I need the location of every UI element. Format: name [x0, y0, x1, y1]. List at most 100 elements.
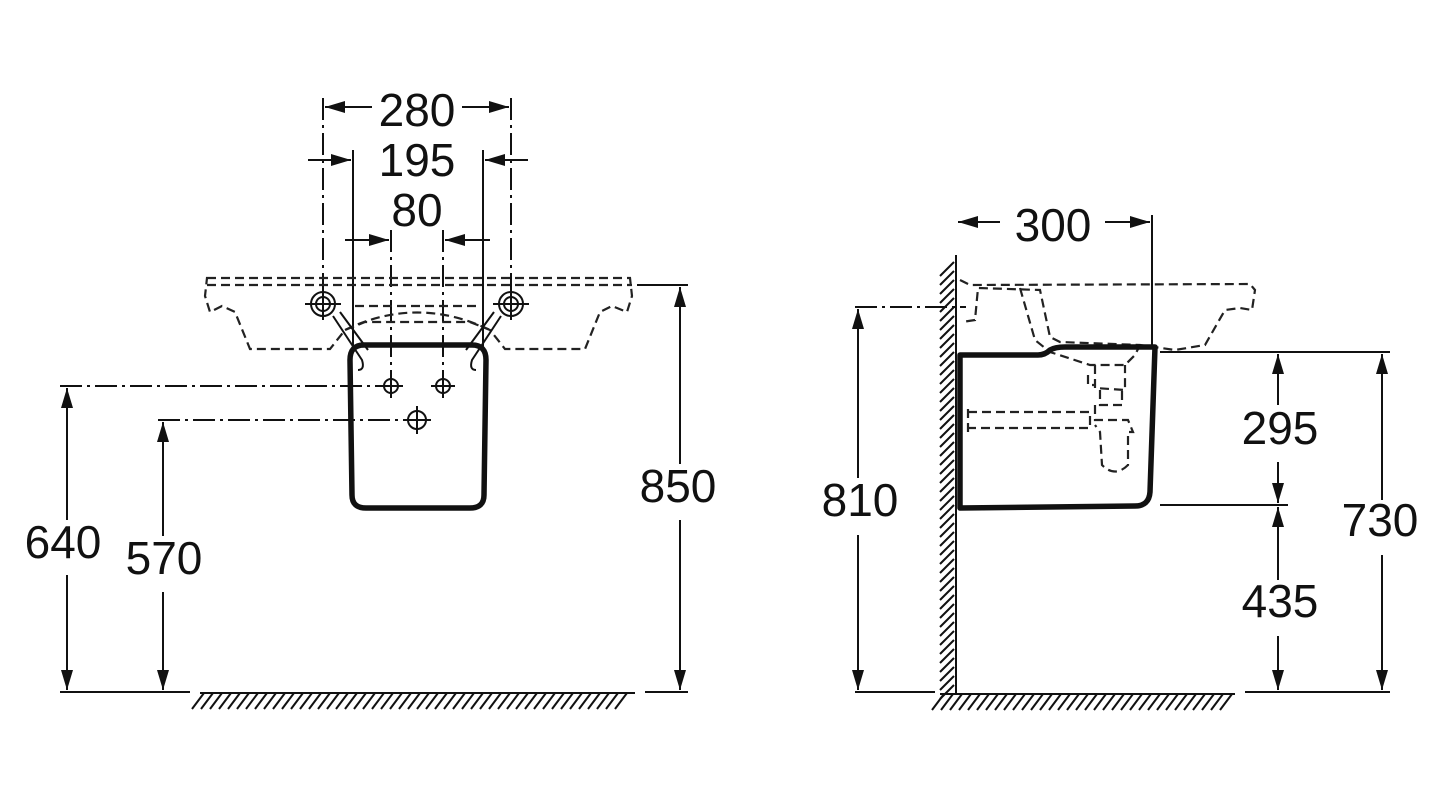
floor-hatch	[569, 692, 583, 710]
floor-hatch	[1066, 693, 1080, 711]
arrowhead	[331, 154, 351, 166]
wall-hatch	[939, 468, 955, 484]
wall-hatch	[939, 423, 955, 439]
pipe-center-marker-icon	[431, 374, 455, 398]
floor-hatch	[1120, 693, 1134, 711]
arrowhead	[445, 234, 465, 246]
wall-hatch	[939, 594, 955, 610]
arrowhead	[1130, 216, 1150, 228]
wall-hatch	[939, 450, 955, 466]
floor-hatch	[380, 692, 394, 710]
floor-hatch	[497, 692, 511, 710]
wall-hatch	[939, 324, 955, 340]
wall-hatch	[939, 558, 955, 574]
wall-hatch	[939, 486, 955, 502]
wall-hatch	[939, 306, 955, 322]
floor-hatch	[317, 692, 331, 710]
wall-hatch	[939, 288, 955, 304]
dim-295: 295	[1242, 402, 1319, 454]
arrowhead	[674, 670, 686, 690]
floor-hatch	[985, 693, 999, 711]
wall-hatch	[939, 576, 955, 592]
wall-hatch	[939, 684, 955, 700]
floor-hatch	[1003, 693, 1017, 711]
pedestal	[347, 342, 489, 511]
dim-280: 280	[379, 84, 456, 136]
wall-hatch	[939, 396, 955, 412]
floor-hatch	[605, 692, 619, 710]
floor-hatch	[407, 692, 421, 710]
floor-hatch	[263, 692, 277, 710]
wall-hatch	[939, 432, 955, 448]
wall-hatch	[939, 603, 955, 619]
floor-hatch	[515, 692, 529, 710]
basin-side-outline	[959, 279, 1257, 352]
arrowhead	[61, 670, 73, 690]
wall-hatch	[939, 369, 955, 385]
tap-left-icon	[305, 288, 369, 371]
wall-hatch	[939, 333, 955, 349]
floor-hatch	[1012, 693, 1026, 711]
floor-hatch	[281, 692, 295, 710]
basin-bowl	[344, 311, 491, 331]
floor-hatch	[371, 692, 385, 710]
floor-hatch	[290, 692, 304, 710]
arrowhead	[1376, 670, 1388, 690]
floor-hatch	[245, 692, 259, 710]
floor-hatch	[272, 692, 286, 710]
floor-hatch	[344, 692, 358, 710]
floor-hatch	[976, 693, 990, 711]
wall-hatch	[939, 675, 955, 691]
wall-hatch	[939, 585, 955, 601]
wall-hatch	[939, 522, 955, 538]
wall-hatch	[939, 279, 955, 295]
floor-hatch	[1111, 693, 1125, 711]
floor-hatch	[425, 692, 439, 710]
floor-hatch	[326, 692, 340, 710]
floor-hatch	[470, 692, 484, 710]
arrowhead	[369, 234, 389, 246]
arrowhead	[1272, 507, 1284, 527]
floor-hatch	[389, 692, 403, 710]
dim-195: 195	[379, 134, 456, 186]
floor-hatch	[1021, 693, 1035, 711]
floor-hatch	[949, 693, 963, 711]
wall-hatch	[939, 495, 955, 511]
floor-hatch	[524, 692, 538, 710]
floor-hatch	[1039, 693, 1053, 711]
dim-80: 80	[391, 184, 442, 236]
wall-hatch	[939, 477, 955, 493]
arrowhead	[1272, 483, 1284, 503]
wall-hatch	[939, 351, 955, 367]
floor-hatch	[227, 692, 241, 710]
wall-hatch	[939, 315, 955, 331]
floor-hatch	[1165, 693, 1179, 711]
dim-640: 640	[25, 516, 102, 568]
floor-hatch	[1057, 693, 1071, 711]
tap-right-icon	[465, 288, 529, 371]
floor-hatch	[1183, 693, 1197, 711]
floor-hatch	[209, 692, 223, 710]
floor-hatch	[551, 692, 565, 710]
floor-hatch	[542, 692, 556, 710]
arrowhead	[852, 670, 864, 690]
wall-hatch	[939, 657, 955, 673]
arrowhead	[1272, 354, 1284, 374]
wall-hatch	[939, 621, 955, 637]
side-view: 300 810 295 435 730	[822, 199, 1418, 694]
floor-hatch	[1129, 693, 1143, 711]
floor-hatch	[614, 692, 628, 710]
floor-hatch	[994, 693, 1008, 711]
floor-hatch	[236, 692, 250, 710]
wall-hatch	[939, 549, 955, 565]
floor-hatch	[506, 692, 520, 710]
wall-hatch	[939, 342, 955, 358]
floor-hatch	[200, 692, 214, 710]
floor-hatch	[191, 692, 205, 710]
front-view: 280 195 80 640 570 850	[25, 84, 716, 693]
arrowhead	[157, 670, 169, 690]
floor-hatch	[958, 693, 972, 711]
arrowhead	[1376, 354, 1388, 374]
arrowhead	[325, 101, 345, 113]
